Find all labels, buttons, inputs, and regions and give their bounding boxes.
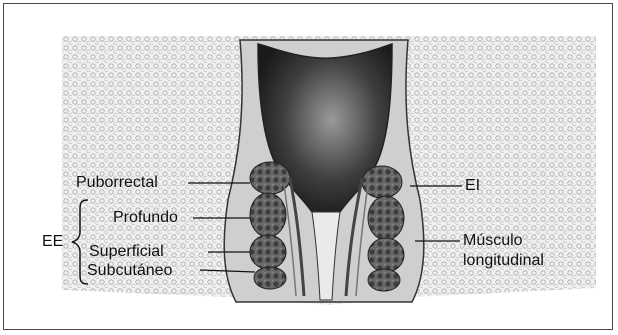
- label-musculo-line2: longitudinal: [463, 252, 544, 270]
- left-superficial-sphincter: [250, 235, 286, 269]
- label-ee: EE: [42, 233, 63, 251]
- left-subcutaneous-sphincter: [254, 267, 286, 289]
- right-subcutaneous-sphincter: [368, 269, 400, 291]
- label-musculo-line1: Músculo: [463, 232, 523, 250]
- label-ei: EI: [465, 177, 480, 195]
- right-superficial-sphincter: [368, 238, 404, 272]
- right-puborrectal-muscle: [362, 166, 402, 198]
- right-deep-sphincter: [368, 196, 404, 240]
- left-deep-sphincter: [250, 193, 286, 237]
- label-profundo: Profundo: [113, 209, 178, 227]
- label-subcutaneo: Subcutáneo: [87, 262, 172, 280]
- label-puborrectal: Puborrectal: [76, 174, 158, 192]
- label-superficial: Superficial: [89, 243, 164, 261]
